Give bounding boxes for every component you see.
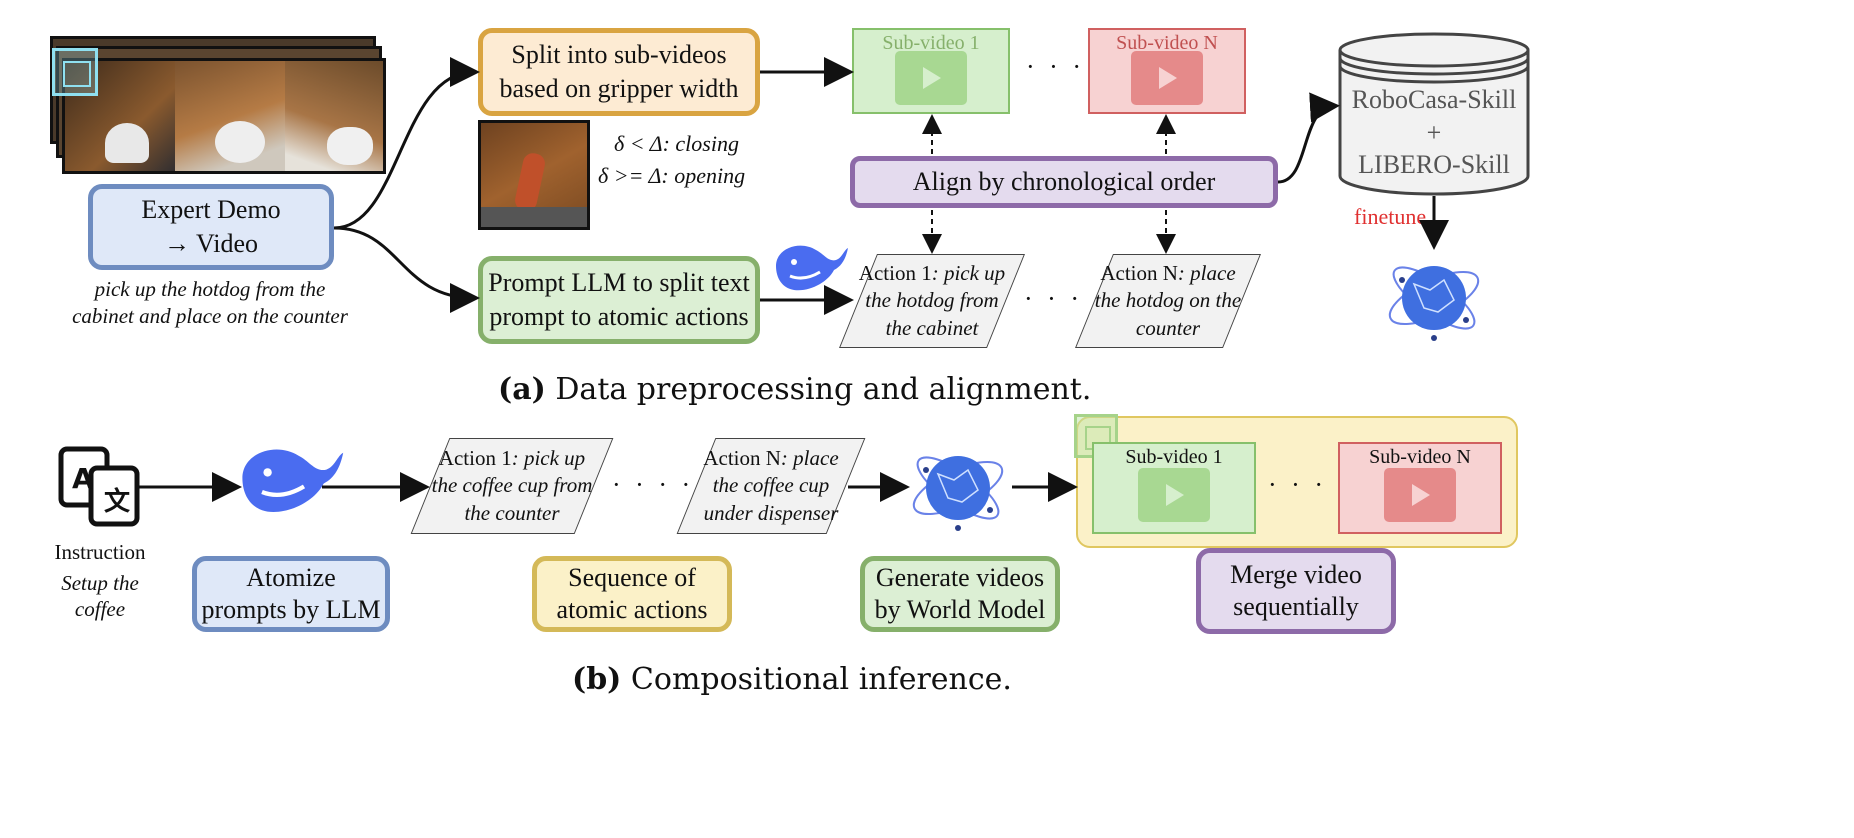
expert-demo-line1: Expert Demo [141,195,281,225]
action-n-label: Action N [703,446,781,471]
sub-video-n-title: Sub-video N [1369,445,1471,468]
sequence-actions-box: Sequence of atomic actions [532,556,732,632]
action-1-card: Action 1: pick up the coffee cup from th… [410,438,614,534]
action-1-text: : pick up the coffee cup from the counte… [431,446,593,525]
generate-box-line2: by World Model [874,595,1046,624]
action-n-text: : place the hotdog on the counter [1094,261,1242,340]
split-subvideos-box: Split into sub-videos based on gripper w… [478,28,760,116]
split-box-line1: Split into sub-videos [511,40,727,70]
ellipsis: · · · · [1268,470,1351,499]
prompt-box-line2: prompt to atomic actions [489,302,749,331]
caption-b-text: Compositional inference. [630,662,1012,697]
prompt-box-line1: Prompt LLM to split text [488,268,750,298]
generate-videos-box: Generate videos by World Model [860,556,1060,632]
svg-text:A: A [72,462,94,495]
kitchen-frame [62,58,386,174]
whale-icon [242,449,344,512]
instruction-label: Instruction [54,540,146,564]
action-n-card: Action N: place the coffee cup under dis… [676,438,866,534]
film-strip-icon [52,48,98,96]
action-n-text: : place the coffee cup under dispenser [703,446,839,525]
finetune-label: finetune [1354,204,1427,229]
sub-video-1-title: Sub-video 1 [882,31,980,54]
expert-demo-box: Expert Demo → Video [88,184,334,270]
sub-video-1: Sub-video 1 [852,28,1010,114]
action-n-label: Action N [1100,261,1178,286]
database-line1: RoboCasa-Skill [1351,85,1517,114]
action-1-label: Action 1 [438,446,512,471]
caption-a-text: Data preprocessing and alignment. [555,372,1092,407]
world-model-globe-icon [1388,266,1480,341]
gripper-rule-closing: δ < Δ: closing [614,131,739,156]
sub-video-n-title: Sub-video N [1116,31,1218,54]
play-icon [895,50,967,105]
play-icon [1131,50,1203,105]
database-line2: + [1426,117,1442,147]
merge-box-line1: Merge video [1230,559,1362,589]
caption-a-label: (a) [498,372,546,407]
merge-video-box: Merge video sequentially [1196,548,1396,634]
instruction-text: Setup the coffee [40,570,160,623]
arrow-demo-to-split [333,57,480,230]
atomize-box-line2: prompts by LLM [201,595,381,624]
instruction-text-line1: Setup the [61,571,139,595]
align-box-label: Align by chronological order [912,167,1216,197]
sub-video-n: Sub-video N [1338,442,1502,534]
sequence-box-line2: atomic actions [556,595,708,624]
demo-caption: pick up the hotdog from the cabinet and … [40,276,380,331]
caption-a: (a) Data preprocessing and alignment. [498,372,1091,407]
action-1-text: : pick up the hotdog from the cabinet [865,261,1006,340]
database-line3: LIBERO-Skill [1358,150,1510,179]
world-model-globe-icon [912,456,1004,531]
caption-b: (b) Compositional inference. [572,662,1012,697]
prompt-llm-box: Prompt LLM to split text prompt to atomi… [478,256,760,344]
split-box-line2: based on gripper width [499,74,739,103]
action-1-label: Action 1 [858,261,932,286]
merge-box-line2: sequentially [1233,592,1359,621]
database-label: RoboCasa-Skill + LIBERO-Skill [1336,84,1532,182]
database-icon [1338,32,1530,196]
action-n-card: Action N: place the hotdog on the counte… [1075,254,1261,348]
align-chronological-box: Align by chronological order [850,156,1278,208]
gripper-image [478,120,590,230]
ellipsis: · · · · [1024,284,1107,313]
translate-icon: A 文 [58,446,140,527]
gripper-rule-opening: δ >= Δ: opening [598,163,746,188]
atomize-box-line1: Atomize [246,562,336,592]
svg-text:文: 文 [104,486,131,517]
demo-caption-line2: cabinet and place on the counter [72,304,348,329]
arrow-align-to-database [1277,92,1340,184]
sub-video-n: Sub-video N [1088,28,1246,114]
atomize-prompts-box: Atomize prompts by LLM [192,556,390,632]
action-1-card: Action 1: pick up the hotdog from the ca… [839,254,1025,348]
play-icon [1384,468,1456,523]
ellipsis: · · · · [612,470,695,499]
generate-box-line1: Generate videos [875,562,1045,592]
demo-caption-line1: pick up the hotdog from the [94,277,326,301]
instruction-text-line2: coffee [74,597,126,622]
arrow-demo-to-prompt [333,226,480,313]
expert-demo-line2: → Video [163,229,258,258]
sequence-box-line1: Sequence of [568,562,696,592]
play-icon [1138,468,1210,523]
caption-b-label: (b) [572,662,622,697]
sub-video-1-title: Sub-video 1 [1125,445,1223,468]
whale-icon [776,245,848,291]
sub-video-1: Sub-video 1 [1092,442,1256,534]
